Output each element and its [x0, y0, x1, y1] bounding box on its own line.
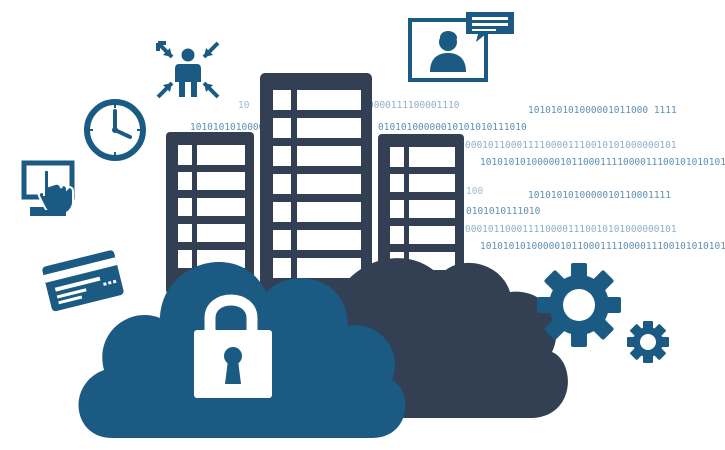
- binary-text: 100: [466, 186, 483, 197]
- binary-text: 0001011000111100001110010101000000101: [465, 224, 677, 235]
- small-gear-icon: [627, 321, 669, 363]
- binary-text: 0101010111010: [466, 206, 541, 217]
- binary-text: 0001011000111100001110010101000000101: [465, 140, 677, 151]
- team-focus-icon: [156, 41, 220, 99]
- binary-text: 0000111100001110: [368, 100, 460, 111]
- binary-data-stream: 10 0000111100001110 10101010100000 01010…: [190, 100, 725, 252]
- large-gear-icon: [537, 263, 621, 347]
- padlock-icon: [194, 294, 272, 398]
- binary-text: 101010101000001011000 1111: [528, 105, 677, 116]
- credit-card-icon: [42, 250, 124, 312]
- touch-screen-icon: [21, 160, 75, 216]
- clock-icon: [84, 99, 146, 161]
- binary-text: 1010101010000010110001111000011100101010…: [480, 157, 725, 168]
- user-chat-icon: [408, 12, 514, 82]
- binary-text: 1010101010000010110001111000011100101010…: [480, 241, 725, 252]
- server-tower-icon: [378, 134, 464, 294]
- server-tower-icon: [260, 73, 372, 303]
- binary-text: 10101010100000: [190, 122, 270, 133]
- binary-text: 01010100000010101010111010: [378, 122, 527, 133]
- binary-text: 10: [238, 100, 250, 111]
- binary-text: 1010101010000010110001111: [528, 190, 671, 201]
